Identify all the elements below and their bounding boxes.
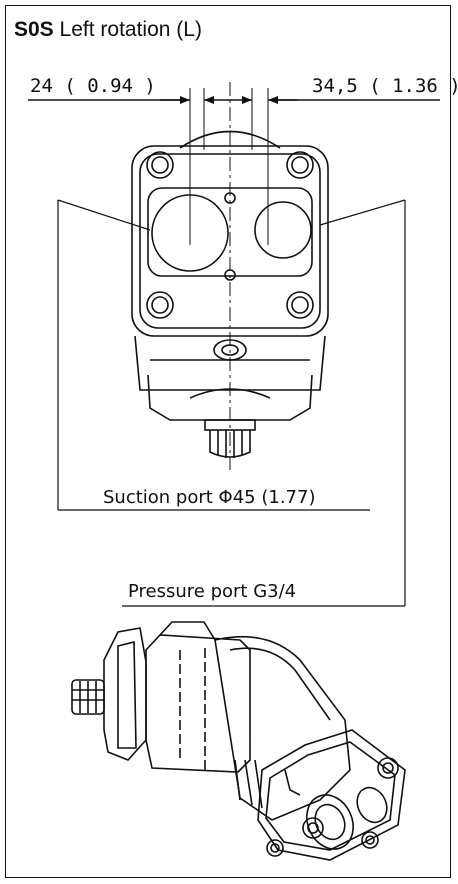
suction-port-label: Suction port Φ45 (1.77) xyxy=(103,487,315,508)
pump-isometric-view xyxy=(71,621,406,861)
dimension-right-label: 34,5 ( 1.36 ) xyxy=(312,75,458,97)
dimension-left-label: 24 ( 0.94 ) xyxy=(30,75,156,97)
drawing-frame xyxy=(5,5,451,878)
pump-front-view xyxy=(131,130,329,458)
pressure-port-label: Pressure port G3/4 xyxy=(128,581,296,602)
page-title: S0S Left rotation (L) xyxy=(14,18,202,42)
rotation-text: Left rotation (L) xyxy=(59,18,202,41)
model-code: S0S xyxy=(14,18,54,41)
leader-lines xyxy=(57,199,406,607)
